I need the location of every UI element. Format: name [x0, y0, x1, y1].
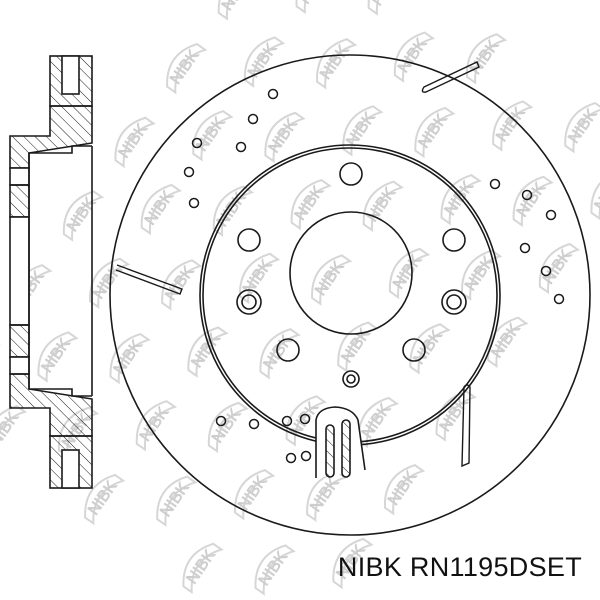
center-bore	[289, 211, 413, 335]
stud-hole-outer	[236, 289, 262, 315]
stud-hole-inner	[241, 294, 257, 310]
outer-edge	[109, 54, 591, 536]
hub-hole	[237, 228, 261, 252]
hub-hole	[402, 338, 426, 362]
slot	[421, 61, 480, 93]
front-view	[109, 54, 591, 536]
stud-hole-outer	[342, 370, 360, 388]
balance-tab	[315, 406, 366, 478]
part-caption: NIBK RN1195DSET	[337, 552, 582, 582]
hub-hole	[339, 162, 363, 186]
slot	[461, 384, 471, 468]
hub-hole	[442, 228, 466, 252]
stud-hole-inner	[446, 294, 462, 310]
drill-holes	[183, 88, 565, 464]
stud-hole-inner	[346, 374, 356, 384]
cross-section-view	[9, 55, 93, 489]
hub-hole	[276, 338, 300, 362]
stud-hole-outer	[441, 289, 467, 315]
slot	[115, 264, 183, 295]
